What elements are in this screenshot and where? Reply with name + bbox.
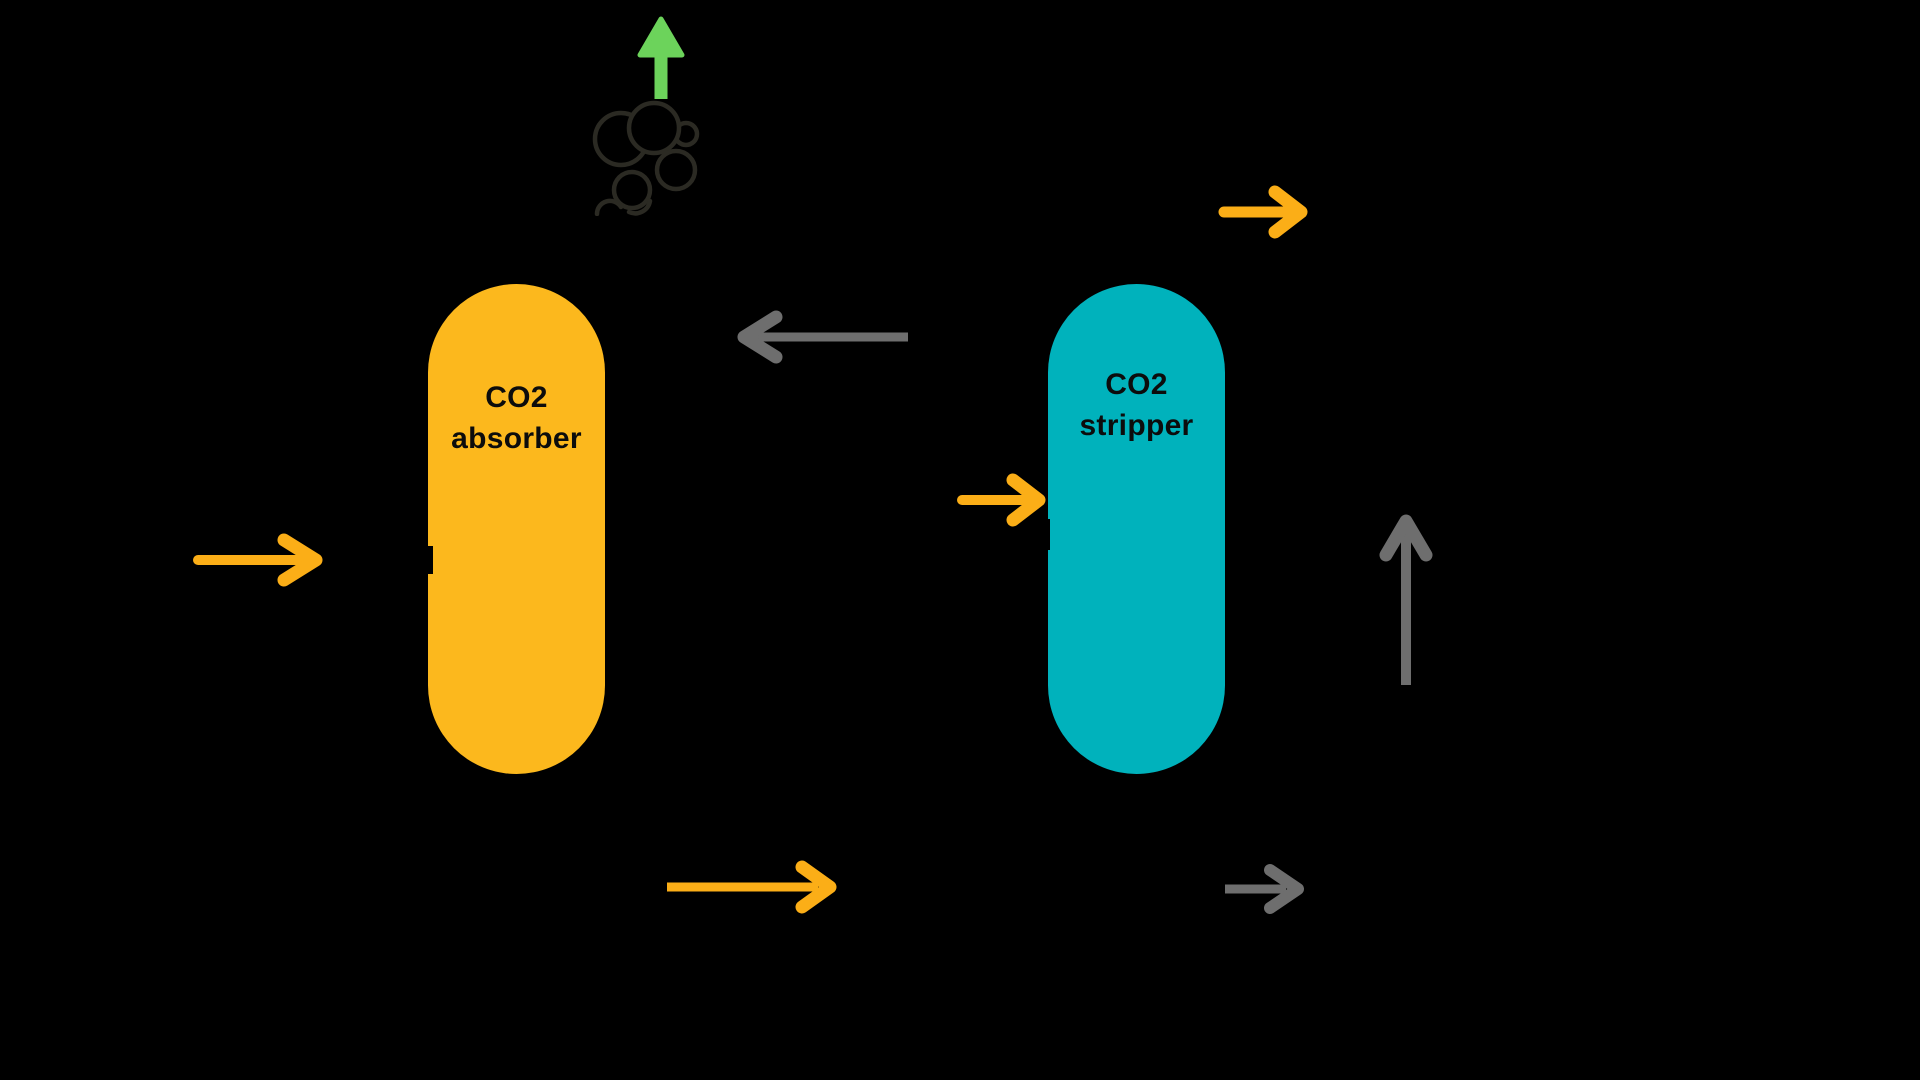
smoke-cloud-icon: [592, 100, 700, 216]
co2-absorber-vessel: CO2 absorber: [428, 284, 605, 774]
absorber-inlet-port: [424, 546, 433, 574]
absorber-label-line2: absorber: [451, 422, 582, 455]
yellow-right-arrow-into-stripper-icon: [957, 473, 1046, 527]
stripper-label-line2: stripper: [1079, 409, 1194, 442]
yellow-right-arrow-into-absorber-icon: [193, 533, 323, 587]
gray-up-arrow-icon: [1379, 514, 1433, 685]
stripper-label-line1: CO2: [1105, 368, 1168, 401]
gray-left-arrow-icon: [737, 310, 908, 364]
green-up-arrow-icon: [637, 16, 685, 99]
stripper-inlet-port: [1041, 519, 1050, 550]
yellow-right-arrow-bottom-icon: [667, 860, 837, 914]
absorber-label-line1: CO2: [485, 381, 548, 414]
yellow-right-arrow-top-icon: [1218, 185, 1308, 239]
co2-stripper-vessel: CO2 stripper: [1048, 284, 1225, 774]
gray-right-arrow-bottom-icon: [1225, 864, 1304, 914]
